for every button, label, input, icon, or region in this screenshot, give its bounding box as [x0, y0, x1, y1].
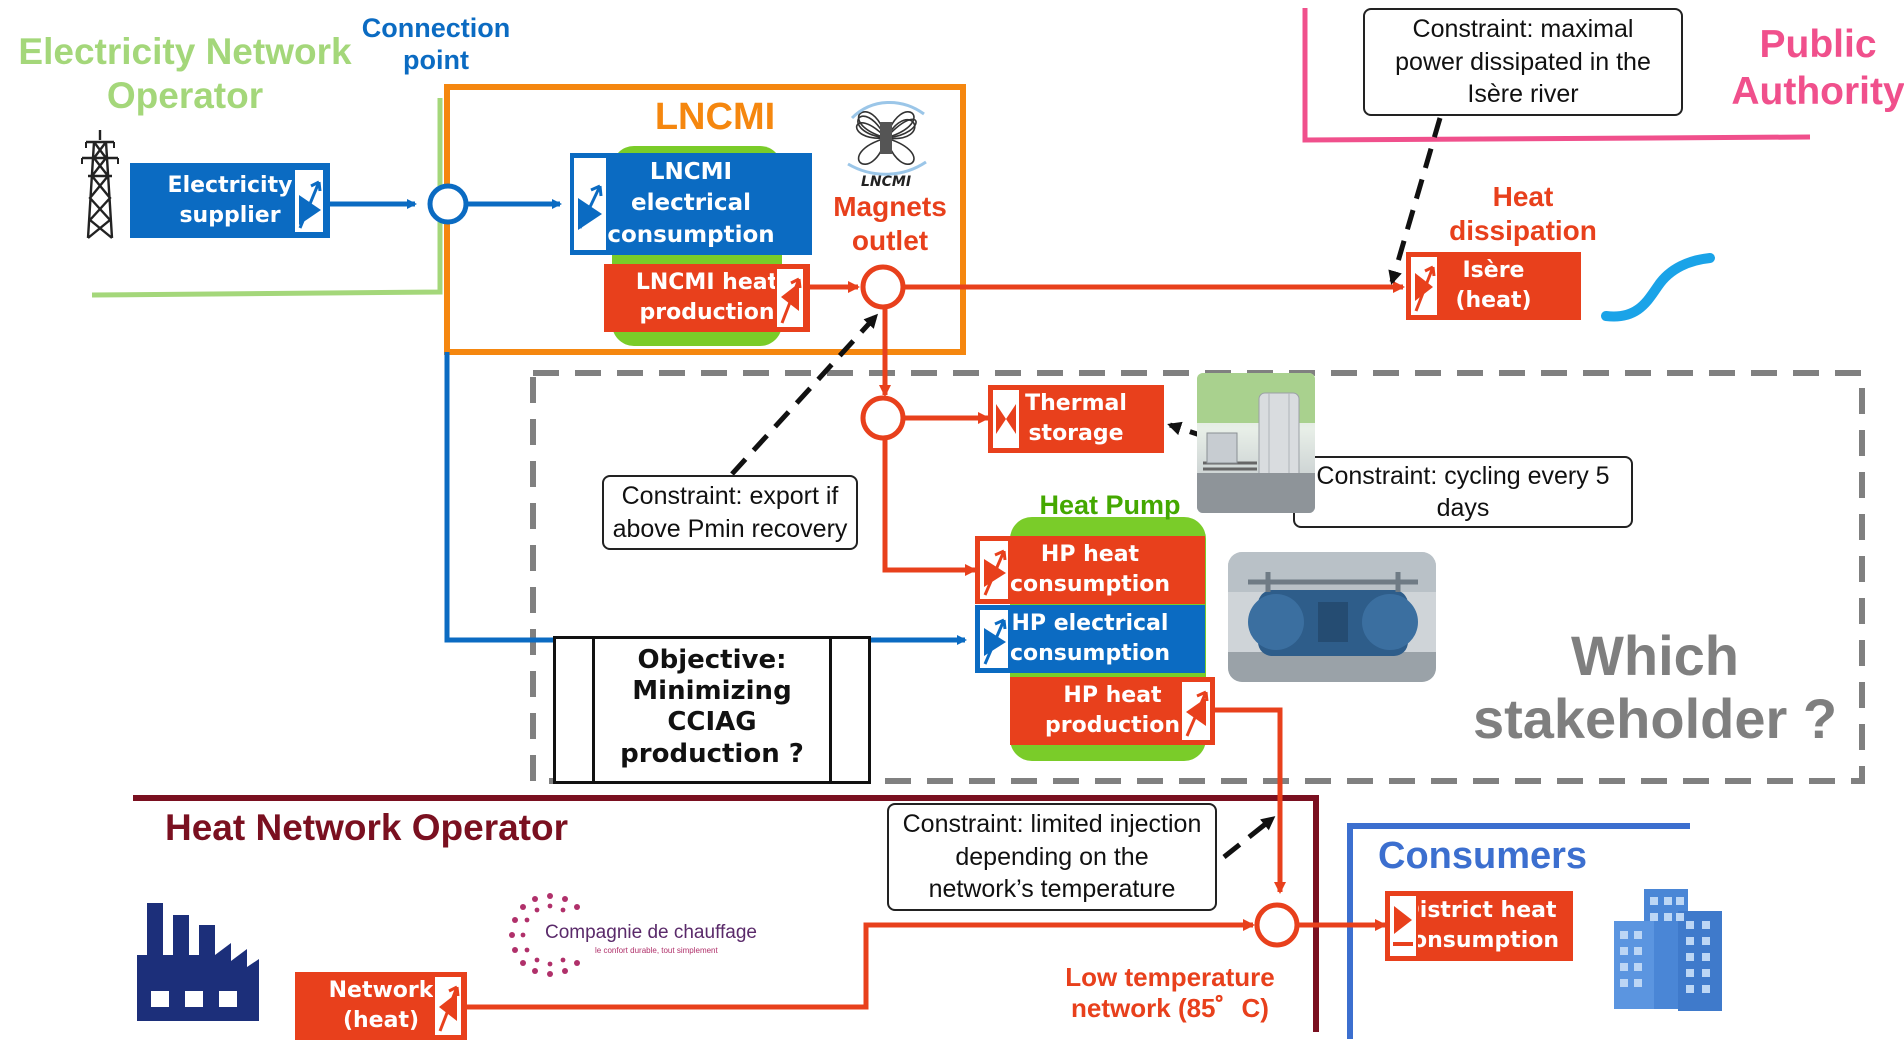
objective-text: Objective: Minimizing CCIAG production ? — [620, 645, 804, 769]
storage-bowtie-icon — [991, 388, 1021, 450]
consumers-boundary — [1347, 823, 1690, 1039]
constraint-injection-note: Constraint: limited injection depending … — [887, 803, 1217, 911]
hp-heat-consumption-block: HP heat consumption — [975, 536, 1205, 604]
lncmi-title: LNCMI — [654, 96, 776, 138]
consumers-title: Consumers — [1378, 835, 1588, 877]
lncmi-electrical-consumption-block: LNCMI electrical consumption — [570, 153, 812, 255]
hp-elec-flag-icon — [978, 608, 1010, 670]
lncmi-elec-flag-icon — [572, 156, 608, 252]
river-icon — [1598, 250, 1718, 324]
isere-flag-icon — [1409, 255, 1439, 317]
district-heat-marker-icon — [1388, 894, 1418, 958]
electricity-operator-boundary — [91, 98, 443, 298]
constraint-cycling-note: Constraint: cycling every 5 days — [1293, 456, 1633, 528]
hp-electrical-consumption-block: HP electrical consumption — [975, 605, 1205, 673]
lncmi-heat-flag-icon — [775, 267, 805, 329]
electricity-network-operator-title: Electricity Network Operator — [18, 31, 352, 117]
cciag-logo-text: Compagnie de chauffage — [545, 922, 757, 943]
objective-box: Objective: Minimizing CCIAG production ? — [553, 636, 871, 784]
magnets-outlet-node — [860, 264, 906, 310]
public-authority-boundary — [1302, 8, 1811, 143]
transmission-tower-icon — [76, 128, 124, 240]
buildings-icon — [1612, 885, 1724, 1015]
magnets-outlet-label: Magnets outlet — [833, 191, 947, 256]
heat-network-operator-boundary — [133, 795, 1319, 1032]
supplier-flag-icon — [293, 168, 325, 234]
heat-dissipation-label: Heat dissipation — [1449, 181, 1597, 246]
factory-icon — [133, 895, 263, 1025]
thermal-tank-photo — [1197, 373, 1315, 513]
which-stakeholder-title: Which stakeholder ? — [1472, 624, 1838, 750]
magnet-field-icon: LNCMI — [832, 92, 940, 190]
connection-point-node — [427, 183, 469, 225]
which-stakeholder-boundary — [530, 370, 1865, 784]
heat-network-operator-title: Heat Network Operator — [165, 807, 568, 848]
heat-pump-photo — [1228, 552, 1436, 682]
connection-point-label: Connection point — [361, 13, 511, 76]
constraint-export-note: Constraint: export if above Pmin recover… — [602, 475, 858, 550]
network-heat-flag-icon — [433, 975, 463, 1037]
low-temperature-network-label: Low temperature network (85゜C) — [1065, 962, 1275, 1024]
cciag-logo: Compagnie de chauffage le confort durabl… — [505, 890, 785, 980]
hp-heat-cons-flag-icon — [978, 539, 1010, 601]
cciag-logo-tagline: le confort durable, tout simplement — [595, 946, 718, 955]
constraint-isere-note: Constraint: maximal power dissipated in … — [1363, 8, 1683, 116]
network-injection-node — [1254, 902, 1300, 948]
heat-pump-title: Heat Pump — [1039, 490, 1181, 520]
lncmi-logo-text: LNCMI — [860, 174, 912, 190]
thermal-split-node — [860, 395, 906, 441]
hp-heat-prod-flag-icon — [1180, 680, 1212, 742]
public-authority-title: Public Authority — [1731, 23, 1904, 113]
